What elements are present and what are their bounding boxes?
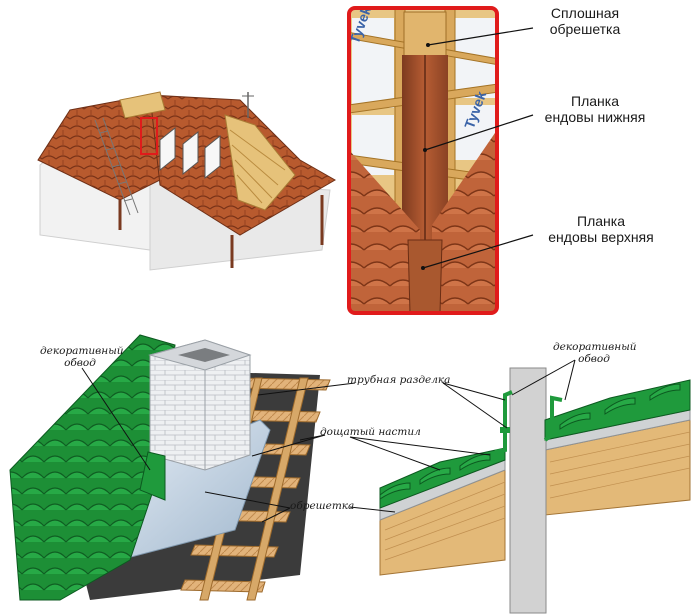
- label-line-2: обвод: [64, 357, 96, 369]
- label-board-deck: дощатый настил: [320, 426, 421, 438]
- label-lathing: обрешетка: [290, 500, 355, 512]
- callout-continuous-lathing: Сплошная обрешетка: [537, 5, 633, 37]
- valley-closeup-inset: Tyvek Tyvek: [347, 6, 534, 315]
- inset-frame: [347, 6, 499, 315]
- callout-line-2: ендовы верхняя: [548, 229, 654, 245]
- callout-line-2: ендовы нижняя: [544, 109, 646, 125]
- callout-valley-lower-strip: Планка ендовы нижняя: [537, 93, 653, 125]
- label-pipe-flashing: трубная разделка: [347, 374, 451, 386]
- callout-line-1: Планка: [571, 93, 619, 109]
- callout-line-2: обрешетка: [549, 21, 621, 37]
- label-decorative-trim-left: декоративный обвод: [40, 345, 124, 369]
- house-illustration: [37, 91, 337, 271]
- callout-valley-upper-strip: Планка ендовы верхняя: [537, 213, 665, 245]
- chimney-flashing-illustration: [9, 334, 356, 601]
- label-line-1: декоративный: [40, 345, 124, 357]
- callout-line-1: Планка: [577, 213, 625, 229]
- valley-highlight-box: [140, 117, 158, 155]
- pipe-section-illustration: [349, 359, 691, 614]
- label-line-2: обвод: [578, 353, 610, 365]
- callout-line-1: Сплошная: [550, 5, 620, 21]
- label-decorative-trim-right: декоративный обвод: [553, 341, 637, 365]
- label-line-1: декоративный: [553, 341, 637, 353]
